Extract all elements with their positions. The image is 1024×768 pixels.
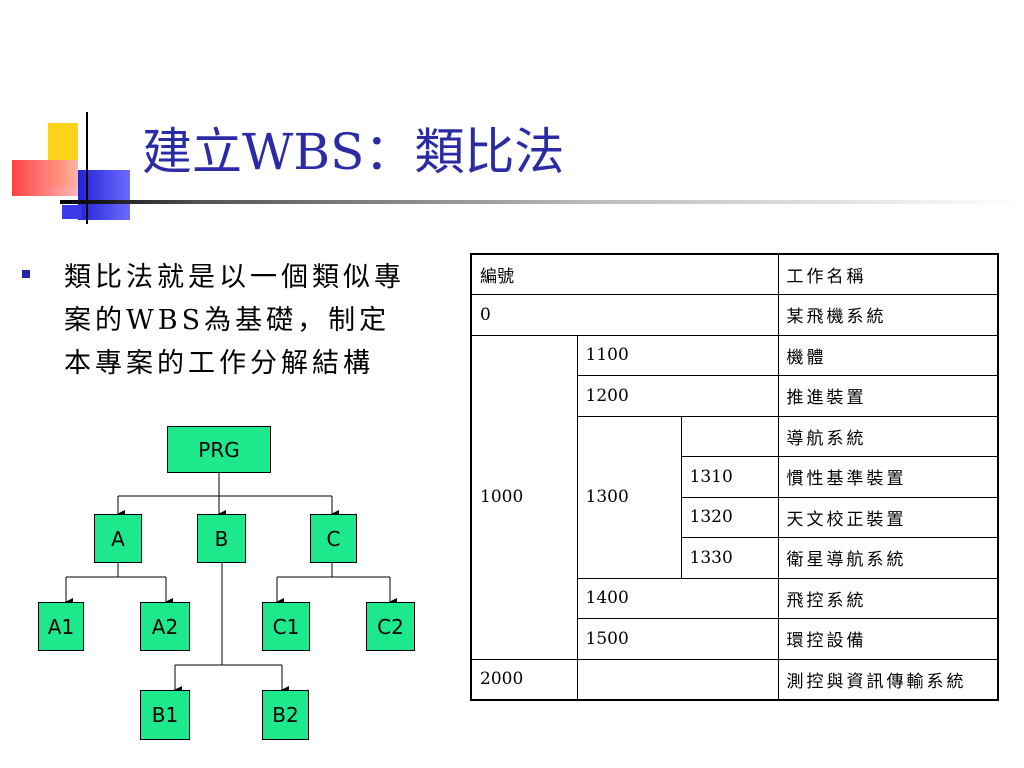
table-row: 1330 衛星導航系統: [471, 537, 999, 579]
cell-code: 1100: [576, 334, 779, 376]
table-row: 1300 導航系統: [471, 415, 999, 579]
wbs-table: 編號 工作名稱 0 某飛機系統 1000 1100 機體 1200 推進裝置 1…: [470, 253, 999, 701]
cell-code-empty: [680, 415, 779, 457]
table-row: 2000 測控與資訊傳輸系統: [470, 658, 999, 700]
logo-blue-square-small: [62, 205, 82, 219]
cell-code: 1200: [576, 375, 779, 417]
cell-name: 某飛機系統: [777, 294, 999, 336]
table-row: 1000 1100 機體: [470, 334, 999, 660]
logo-vertical-line: [86, 112, 88, 224]
node-a1: A1: [38, 602, 84, 651]
bullet-square-icon: [22, 270, 30, 278]
cell-code: 1400: [576, 577, 779, 619]
table-row: 0 某飛機系統: [470, 294, 999, 336]
bullet-item: 類比法就是以一個類似專案的WBS為基礎，制定本專案的工作分解結構: [22, 256, 412, 385]
cell-code: 1500: [576, 618, 779, 660]
cell-code-empty: [576, 658, 779, 700]
bullet-text: 類比法就是以一個類似專案的WBS為基礎，制定本專案的工作分解結構: [64, 262, 405, 379]
cell-name: 慣性基準裝置: [777, 456, 999, 498]
logo-red-square: [12, 160, 78, 196]
cell-name: 導航系統: [777, 415, 999, 457]
cell-name: 飛控系統: [777, 577, 999, 619]
cell-code-1000: 1000: [470, 334, 578, 660]
node-c2: C2: [366, 602, 415, 651]
node-a2: A2: [140, 602, 190, 651]
cell-name: 環控設備: [777, 618, 999, 660]
node-b1: B1: [140, 690, 190, 740]
table-row: 1400 飛控系統: [471, 577, 999, 619]
cell-code: 0: [470, 294, 779, 336]
table-row: 1310 慣性基準裝置: [471, 456, 999, 498]
cell-name: 天文校正裝置: [777, 496, 999, 538]
slide-title: 建立WBS：類比法: [142, 123, 565, 181]
table-header-row: 編號 工作名稱: [470, 253, 999, 295]
cell-name: 衛星導航系統: [777, 537, 999, 579]
table-row: 1320 天文校正裝置: [471, 496, 999, 538]
node-a: A: [94, 514, 142, 563]
cell-code: 2000: [470, 658, 578, 700]
node-c1: C1: [262, 602, 310, 651]
cell-code: 1330: [680, 537, 779, 579]
node-b: B: [197, 514, 246, 563]
header-code: 編號: [470, 253, 779, 295]
cell-name: 推進裝置: [777, 375, 999, 417]
node-c: C: [310, 514, 357, 563]
table-row: 1200 推進裝置: [471, 375, 999, 417]
cell-name: 機體: [777, 334, 999, 376]
node-b2: B2: [262, 690, 309, 740]
logo-decoration: [0, 0, 150, 240]
cell-code: 1310: [680, 456, 779, 498]
cell-code-1300: 1300: [576, 415, 682, 579]
cell-code: 1320: [680, 496, 779, 538]
cell-name: 測控與資訊傳輸系統: [777, 658, 999, 700]
node-root: PRG: [167, 426, 271, 473]
header-name: 工作名稱: [777, 253, 999, 295]
title-underline: [60, 200, 1024, 204]
